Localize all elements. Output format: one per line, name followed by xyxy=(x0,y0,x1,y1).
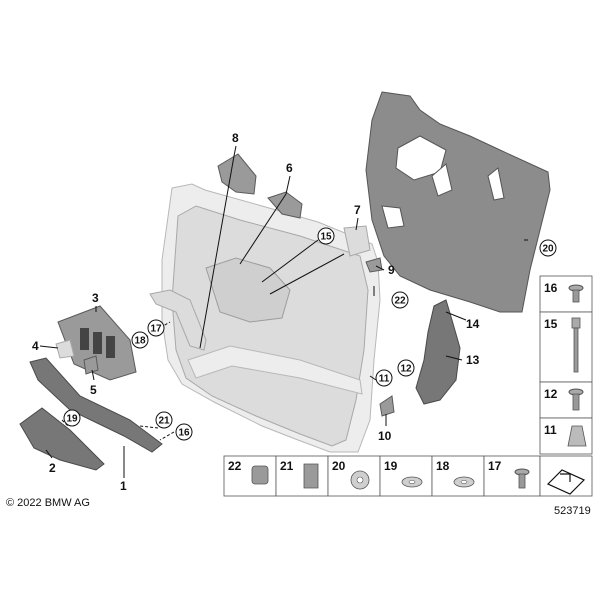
table-right-label-16: 16 xyxy=(544,281,558,295)
circled-callout-15: 15 xyxy=(317,227,335,245)
svg-text:22: 22 xyxy=(394,296,406,307)
circled-callout-22: 22 xyxy=(391,291,409,309)
table-bottom-label-21: 21 xyxy=(280,459,294,473)
table-bottom-label-19: 19 xyxy=(384,459,398,473)
cover-plate-part-7 xyxy=(343,225,371,257)
callout-8: 8 xyxy=(232,131,239,145)
screw-icon-17 xyxy=(514,468,530,489)
svg-text:12: 12 xyxy=(400,364,412,375)
callout-10: 10 xyxy=(378,429,392,443)
table-right-label-12: 12 xyxy=(544,387,558,401)
table-bottom-label-22: 22 xyxy=(228,459,242,473)
table-bottom-label-18: 18 xyxy=(436,459,450,473)
svg-text:15: 15 xyxy=(320,232,332,243)
copyright-text: © 2022 BMW AG xyxy=(6,497,90,509)
circled-callout-21: 21 xyxy=(155,411,173,429)
circled-callout-19: 19 xyxy=(63,409,81,427)
screw-icon-12 xyxy=(568,388,584,411)
trim-piece-part-6 xyxy=(267,191,303,219)
cap-part-10 xyxy=(379,395,395,417)
callout-2: 2 xyxy=(49,461,56,475)
screw-icon-16 xyxy=(568,284,584,303)
svg-text:21: 21 xyxy=(158,416,170,427)
insert-part-4 xyxy=(55,339,75,359)
svg-text:16: 16 xyxy=(178,428,190,439)
parts-table-bottom: 22 21 20 19 18 17 xyxy=(223,455,593,497)
callout-5: 5 xyxy=(90,383,97,397)
callout-14: 14 xyxy=(466,317,480,331)
diagram-id: 523719 xyxy=(554,505,591,517)
svg-text:19: 19 xyxy=(66,414,78,425)
callout-13: 13 xyxy=(466,353,480,367)
lower-trim-part-2 xyxy=(19,407,105,471)
callout-3: 3 xyxy=(92,291,99,305)
callout-7: 7 xyxy=(354,203,361,217)
circled-callout-18: 18 xyxy=(131,331,149,349)
table-bottom-label-17: 17 xyxy=(488,459,502,473)
callout-1: 1 xyxy=(120,479,127,493)
bracket-part-13 xyxy=(415,299,461,405)
table-bottom-label-20: 20 xyxy=(332,459,346,473)
svg-text:18: 18 xyxy=(134,336,146,347)
circled-callout-11: 11 xyxy=(375,369,393,387)
bolt-icon-15 xyxy=(571,317,581,373)
grommet-icon-22 xyxy=(251,465,269,485)
circled-callout-12: 12 xyxy=(397,359,415,377)
clip-part-9 xyxy=(365,257,383,273)
arrow-symbol-icon xyxy=(546,469,586,495)
moisture-barrier-foil xyxy=(365,91,551,313)
svg-text:20: 20 xyxy=(542,244,554,255)
svg-text:11: 11 xyxy=(379,374,390,385)
circled-callout-20: 20 xyxy=(539,239,557,257)
washer-icon-19 xyxy=(401,476,423,488)
clip-part-5 xyxy=(83,355,99,375)
parts-table-right: 16 15 12 11 xyxy=(539,275,593,455)
callout-numbers: 1 2 3 4 5 6 7 8 9 10 13 14 xyxy=(32,131,480,493)
clip-nut-icon-11 xyxy=(567,425,587,447)
mirror-cover-part-8 xyxy=(217,153,257,195)
circled-callout-17: 17 xyxy=(147,319,165,337)
callout-6: 6 xyxy=(286,161,293,175)
spring-nut-icon-20 xyxy=(350,470,370,490)
door-trim-panel xyxy=(149,183,381,453)
table-right-label-15: 15 xyxy=(544,317,558,331)
circled-callouts: 11 12 15 16 17 18 19 20 xyxy=(63,227,557,441)
circled-callout-16: 16 xyxy=(175,423,193,441)
callout-9: 9 xyxy=(388,263,395,277)
svg-text:17: 17 xyxy=(150,324,162,335)
switch-buttons xyxy=(80,328,115,358)
clip-icon-21 xyxy=(303,463,319,489)
callout-4: 4 xyxy=(32,339,39,353)
washer-icon-18 xyxy=(453,476,475,488)
table-right-label-11: 11 xyxy=(544,423,557,437)
trim-strip-part-1 xyxy=(29,357,163,453)
